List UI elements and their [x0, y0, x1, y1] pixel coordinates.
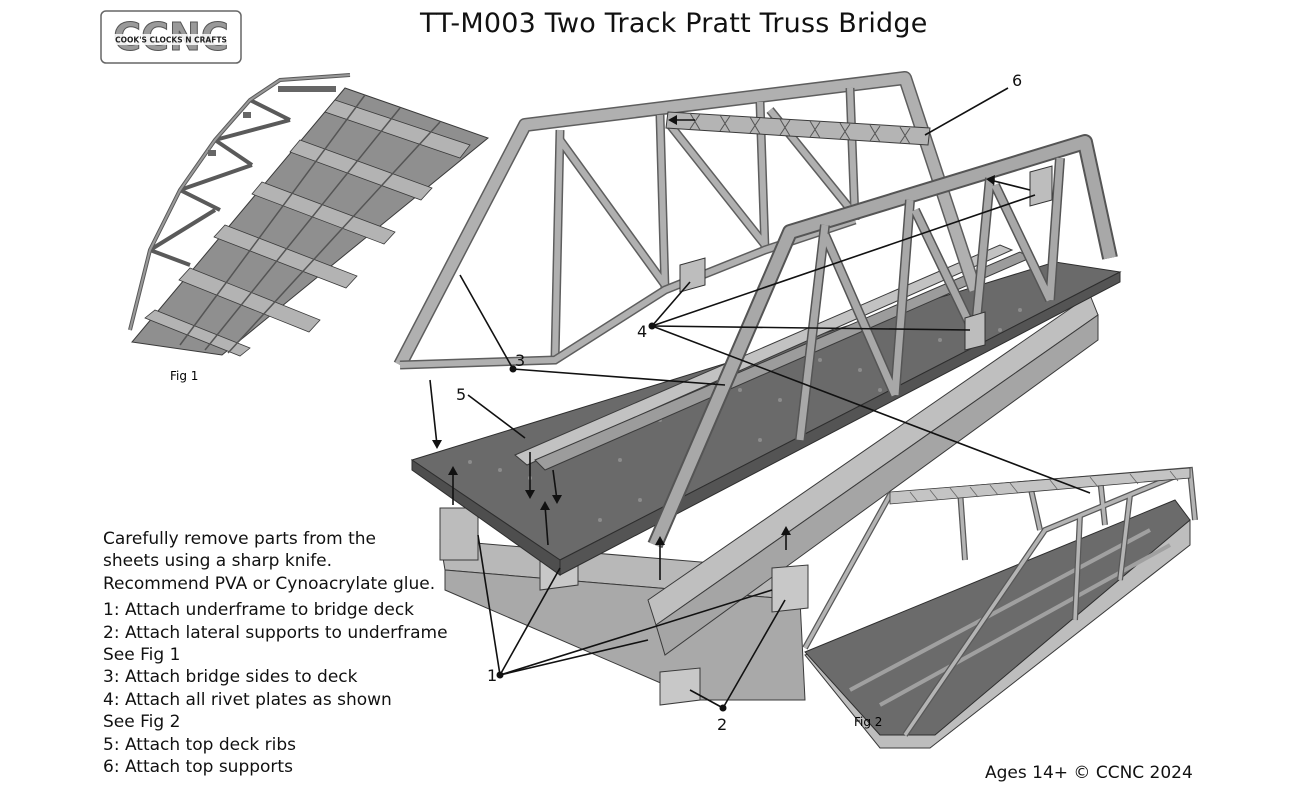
leader-dots	[432, 115, 995, 712]
callout-2: 2	[717, 715, 727, 734]
step-1: 1: Attach underframe to bridge deck	[103, 600, 415, 621]
assembly-instructions: Carefully remove parts from the sheets u…	[103, 528, 483, 778]
callout-6: 6	[1012, 71, 1022, 90]
ccnc-logo: CCNC COOK'S CLOCKS N CRAFTS	[100, 10, 242, 64]
fig2-illustration	[802, 466, 1198, 749]
step-5: 5: Attach top deck ribs	[103, 734, 297, 755]
top-support-part	[665, 111, 931, 146]
intro-text: Carefully remove parts from the sheets u…	[103, 528, 483, 595]
fig2-caption: Fig 2	[854, 715, 882, 729]
callout-1: 1	[487, 666, 497, 685]
callout-5: 5	[456, 385, 466, 404]
intro-line: Carefully remove parts from the	[103, 529, 376, 549]
intro-line: sheets using a sharp knife.	[103, 551, 333, 572]
callout-3: 3	[515, 351, 525, 370]
callout-4: 4	[637, 322, 647, 341]
step-6: 6: Attach top supports	[103, 757, 293, 778]
intro-line: Recommend PVA or Cynoacrylate glue.	[103, 573, 436, 594]
fig1-illustration	[128, 73, 490, 357]
logo-subtext: COOK'S CLOCKS N CRAFTS	[115, 36, 227, 45]
leader-lines	[429, 87, 1091, 709]
page-title: TT-M003 Two Track Pratt Truss Bridge	[420, 8, 928, 39]
see-fig-2: See Fig 2	[103, 712, 181, 733]
see-fig-1: See Fig 1	[103, 645, 181, 666]
step-3: 3: Attach bridge sides to deck	[103, 667, 358, 688]
main-exploded-view	[393, 71, 1122, 706]
step-4: 4: Attach all rivet plates as shown	[103, 689, 392, 710]
fig1-caption: Fig 1	[170, 369, 198, 383]
footer-copyright: Ages 14+ © CCNC 2024	[985, 763, 1193, 783]
step-2: 2: Attach lateral supports to underframe	[103, 622, 448, 643]
